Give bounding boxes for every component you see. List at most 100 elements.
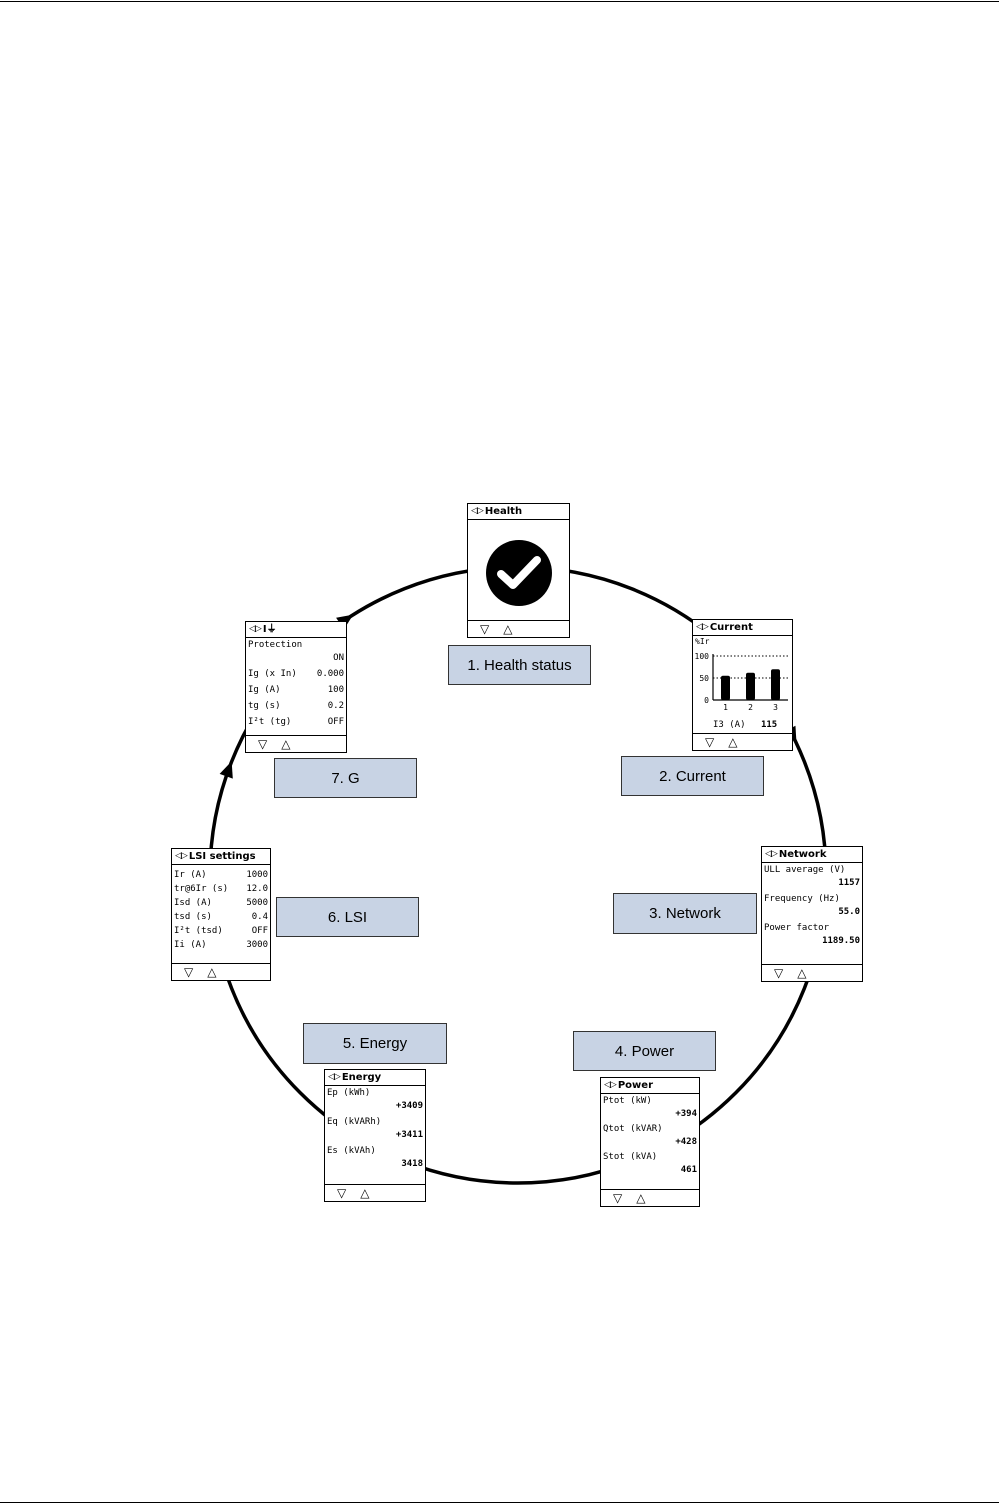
lsi-screen[interactable]: ◁▷ LSI settings Ir (A)1000 tr@6Ir (s)12.… [171,848,271,981]
up-triangle-icon[interactable]: △ [503,622,513,636]
g-row-0-value: 0.000 [316,669,344,679]
power-title: Power [617,1080,653,1091]
lsi-row: tr@6Ir (s)12.0 [174,883,268,896]
network-values: ULL average (V) 1157 Frequency (Hz) 55.0… [764,864,860,963]
top-rule [0,1,999,2]
power-row-2-value: 461 [680,1165,697,1175]
lsi-row-3-label: tsd (s) [174,912,212,922]
network-row-1-value: 55.0 [838,907,860,917]
g-row-0-label: Ig (x In) [248,669,297,679]
network-screen[interactable]: ◁▷ Network ULL average (V) 1157 Frequenc… [761,846,863,982]
energy-title: Energy [341,1072,382,1083]
power-row-1-value: +428 [675,1137,697,1147]
network-row-0-label: ULL average (V) [764,865,846,875]
energy-screen[interactable]: ◁▷ Energy Ep (kWh) +3409 Eq (kVARh) +341… [324,1069,426,1202]
g-screen[interactable]: ◁▷ I⏚ Protection ON Ig (x In)0.000 Ig (A… [245,621,347,753]
current-title: Current [709,622,753,633]
current-xtick: 3 [773,703,778,712]
bottom-rule [0,1502,999,1503]
power-caption: 4. Power [573,1031,716,1071]
up-triangle-icon[interactable]: △ [728,735,738,749]
down-triangle-icon[interactable]: ▽ [480,622,490,636]
g-values: Protection ON Ig (x In)0.000 Ig (A)100 t… [248,639,344,734]
down-triangle-icon[interactable]: ▽ [774,966,784,980]
eye-icon: ◁▷ [471,506,484,516]
down-triangle-icon[interactable]: ▽ [184,965,194,979]
power-screen[interactable]: ◁▷ Power Ptot (kW) +394 Qtot (kVAR) +428… [600,1077,700,1207]
energy-row-2-label: Es (kVAh) [327,1146,376,1156]
up-triangle-icon[interactable]: △ [281,737,291,751]
current-ytick: 50 [699,674,709,683]
network-row-2-label: Power factor [764,923,830,933]
lsi-values: Ir (A)1000 tr@6Ir (s)12.0 Isd (A)5000 ts… [174,869,268,962]
lsi-row: Ir (A)1000 [174,869,268,882]
network-header: ◁▷ Network [762,847,862,863]
current-bar [721,675,730,700]
g-row-2-label: tg (s) [248,701,281,711]
lsi-nav: ▽ △ [172,963,270,980]
g-row-2-value: 0.2 [327,701,344,711]
up-triangle-icon[interactable]: △ [797,966,807,980]
health-header: ◁▷ Health [468,504,569,520]
current-bar [746,672,755,700]
g-row: Ig (A)100 [248,684,344,697]
current-xtick: 2 [748,703,753,712]
lsi-row-3-value: 0.4 [251,912,268,922]
health-nav: ▽ △ [468,620,569,637]
health-screen[interactable]: ◁▷ Health ▽ △ [467,503,570,638]
current-nav: ▽ △ [693,733,792,750]
power-row-0-label: Ptot (kW) [603,1096,652,1106]
current-xtick: 1 [723,703,728,712]
energy-row-1-label: Eq (kVARh) [327,1117,382,1127]
power-values: Ptot (kW) +394 Qtot (kVAR) +428 Stot (kV… [603,1095,697,1188]
network-row-0-value: 1157 [838,878,860,888]
lsi-row-4-value: OFF [251,926,268,936]
energy-row-0-label: Ep (kWh) [327,1088,371,1098]
eye-icon: ◁▷ [696,622,709,632]
up-triangle-icon[interactable]: △ [636,1191,646,1205]
down-triangle-icon[interactable]: ▽ [258,737,268,751]
eye-icon: ◁▷ [175,851,188,861]
g-nav: ▽ △ [246,735,346,752]
health-title: Health [484,506,523,517]
eye-icon: ◁▷ [604,1080,617,1090]
energy-row-0-value: +3409 [395,1101,423,1111]
network-caption: 3. Network [613,893,757,934]
energy-row-2-value: 3418 [401,1159,423,1169]
current-header: ◁▷ Current [693,620,792,636]
eye-icon: ◁▷ [249,624,262,634]
eye-icon: ◁▷ [765,849,778,859]
lsi-row: I²t (tsd)OFF [174,925,268,938]
health-caption: 1. Health status [448,645,591,685]
flow-arrow-icon [219,761,233,779]
lsi-row: tsd (s) 0.4 [174,911,268,924]
current-readout-label: I3 (A) [713,720,746,730]
current-ylabel: %Ir [695,637,710,646]
power-row-2-label: Stot (kVA) [603,1152,658,1162]
g-row: tg (s) 0.2 [248,700,344,713]
lsi-row: Ii (A)3000 [174,939,268,952]
current-ytick: 100 [695,652,710,661]
lsi-row-1-label: tr@6Ir (s) [174,884,229,894]
energy-nav: ▽ △ [325,1184,425,1201]
energy-row-1-value: +3411 [395,1130,423,1140]
lsi-row-2-value: 5000 [246,898,268,908]
lsi-row-5-label: Ii (A) [174,940,207,950]
lsi-title: LSI settings [188,851,256,862]
down-triangle-icon[interactable]: ▽ [337,1186,347,1200]
network-row-2-value: 1189.50 [822,936,860,946]
lsi-caption: 6. LSI [276,897,419,937]
current-readout: I3 (A) 115 [713,720,777,730]
up-triangle-icon[interactable]: △ [207,965,217,979]
lsi-row: Isd (A)5000 [174,897,268,910]
g-row: Ig (x In) 0.000 [248,668,344,681]
down-triangle-icon[interactable]: ▽ [705,735,715,749]
g-caption: 7. G [274,758,417,798]
current-readout-value: 115 [760,720,778,730]
energy-values: Ep (kWh) +3409 Eq (kVARh) +3411 Es (kVAh… [327,1087,423,1183]
down-triangle-icon[interactable]: ▽ [613,1191,623,1205]
lsi-header: ◁▷ LSI settings [172,849,270,865]
up-triangle-icon[interactable]: △ [360,1186,370,1200]
